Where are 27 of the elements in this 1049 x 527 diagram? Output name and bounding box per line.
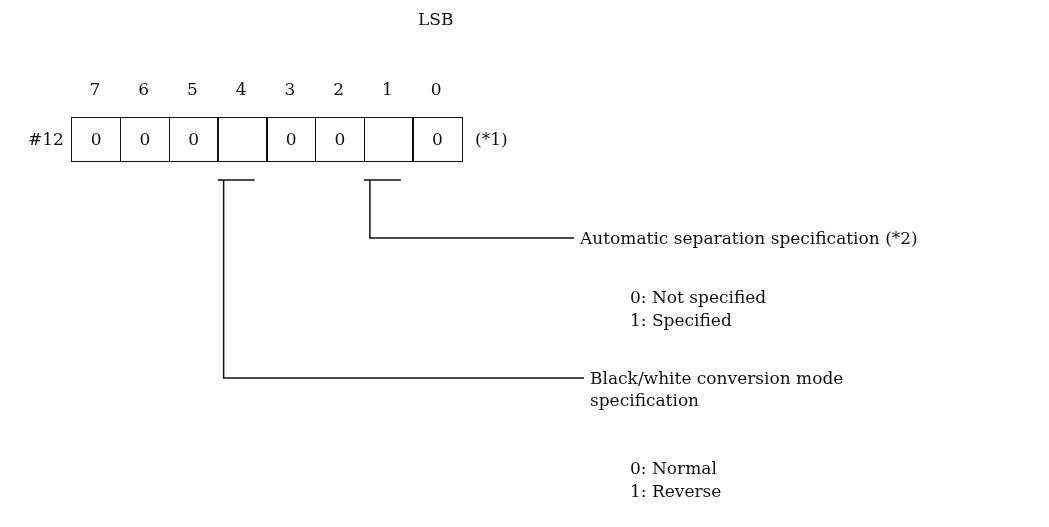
bit-number: 6 [138, 78, 149, 100]
value-description: 1: Reverse [630, 480, 722, 502]
bit-cell: 0 [266, 117, 317, 162]
bit-number: 1 [381, 78, 393, 100]
bit-cell [363, 117, 414, 162]
bit-cell: 0 [168, 117, 219, 162]
bit-cell: 0 [412, 117, 463, 162]
value-description: 0: Not specified [630, 286, 767, 308]
bit-number: 3 [284, 78, 296, 100]
leader-line [216, 179, 585, 379]
bit-number: 5 [186, 78, 198, 100]
bit-number: 7 [89, 78, 101, 100]
value-description: 1: Specified [630, 309, 732, 331]
bit-cell: 0 [314, 117, 365, 162]
field-description: Automatic separation specification (*2) [580, 227, 918, 249]
leader-line [363, 179, 575, 239]
register-number: #12 [28, 128, 64, 150]
bit-cell [217, 117, 268, 162]
bit-cell: 0 [119, 117, 170, 162]
bit-cell: 0 [71, 117, 122, 162]
bit-number: 4 [235, 78, 247, 100]
footnote-mark: (*1) [475, 128, 508, 150]
field-description: Black/white conversion mode specification [590, 367, 880, 411]
bit-number: 0 [430, 78, 442, 100]
register-caption: LSB [418, 8, 454, 30]
bit-number: 2 [333, 78, 344, 100]
value-description: 0: Normal [630, 457, 717, 479]
